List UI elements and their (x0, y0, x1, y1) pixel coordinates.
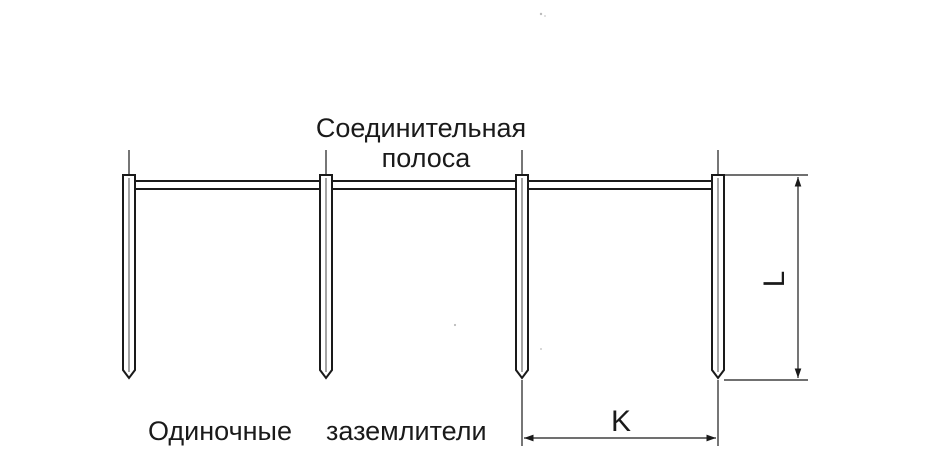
connecting-strip (127, 180, 725, 190)
dimension-spacing: K (521, 380, 719, 446)
electrodes-label-word2: заземлители (326, 416, 487, 446)
dimension-length: L (724, 174, 808, 381)
ground-electrode-2 (319, 150, 333, 380)
dimension-length-label: L (758, 271, 791, 288)
ground-electrode-3 (515, 150, 529, 380)
scan-specks (453, 12, 546, 350)
strip-label-line1: Соединительная (316, 113, 526, 143)
dimension-spacing-label: K (611, 405, 631, 438)
ground-electrode-4 (711, 150, 725, 380)
strip-label-line2: полоса (382, 143, 472, 173)
ground-electrode-1 (122, 150, 136, 380)
electrodes-label-word1: Одиночные (148, 416, 292, 446)
